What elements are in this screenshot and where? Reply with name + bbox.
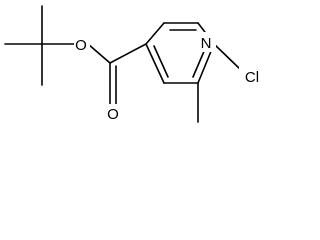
molecule-diagram: O O N Cl — [4, 5, 265, 124]
chlorine-label: Cl — [245, 69, 259, 86]
ester-group — [87, 43, 147, 105]
ester-oxygen-label: O — [75, 37, 87, 54]
ring-nitrogen-label: N — [201, 35, 212, 52]
bond-ring-chlorine — [213, 43, 242, 71]
atom-labels: O O N Cl — [74, 32, 265, 124]
tert-butyl-group — [4, 5, 75, 86]
substituents — [197, 43, 242, 123]
ring-double-3 — [153, 45, 169, 78]
pyridine-ring — [145, 22, 215, 84]
bond-carbonyl-ring — [109, 43, 147, 64]
structure-canvas: O O N Cl — [4, 5, 265, 124]
carbonyl-oxygen-label: O — [107, 106, 119, 123]
ring-bond-6 — [145, 43, 165, 84]
ring-double-2 — [192, 48, 206, 78]
bond-oxygen-carbonyl — [87, 43, 111, 64]
ring-bond-1 — [145, 22, 165, 45]
